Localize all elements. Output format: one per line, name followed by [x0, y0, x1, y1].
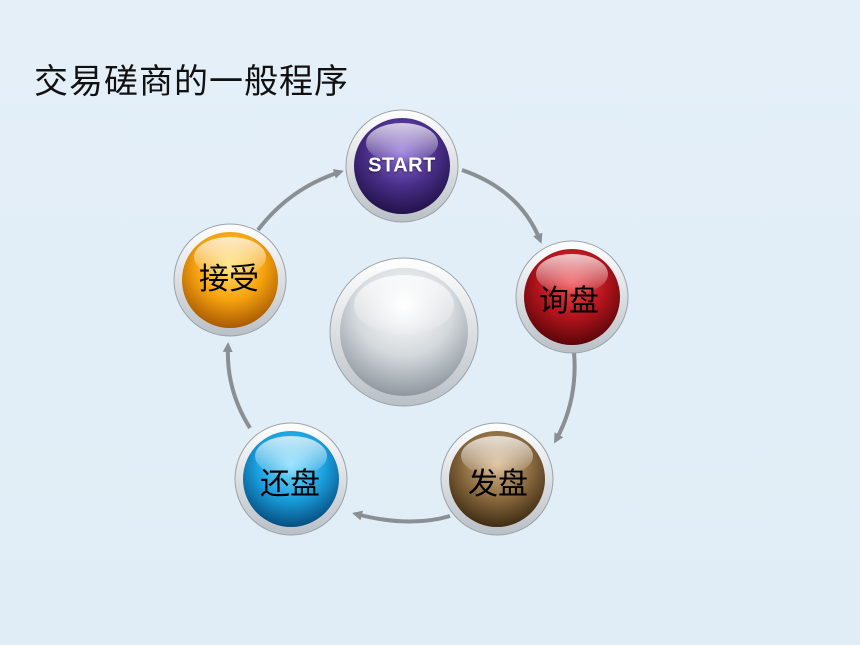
arrow-start-to-inquiry — [461, 168, 543, 244]
inquiry-node-sphere — [515, 240, 629, 354]
offer-node-sphere — [440, 422, 554, 536]
center-sphere — [329, 257, 479, 407]
start-node-sphere — [345, 109, 459, 223]
arrow-counter-to-acceptance — [222, 342, 252, 430]
arrow-offer-to-counter — [352, 510, 451, 524]
arrow-acceptance-to-start — [256, 169, 344, 232]
arrow-inquiry-to-offer — [554, 351, 577, 444]
counter-offer-node-sphere — [234, 422, 348, 536]
slide-title: 交易磋商的一般程序 — [34, 62, 349, 102]
acceptance-node-sphere — [173, 223, 287, 337]
